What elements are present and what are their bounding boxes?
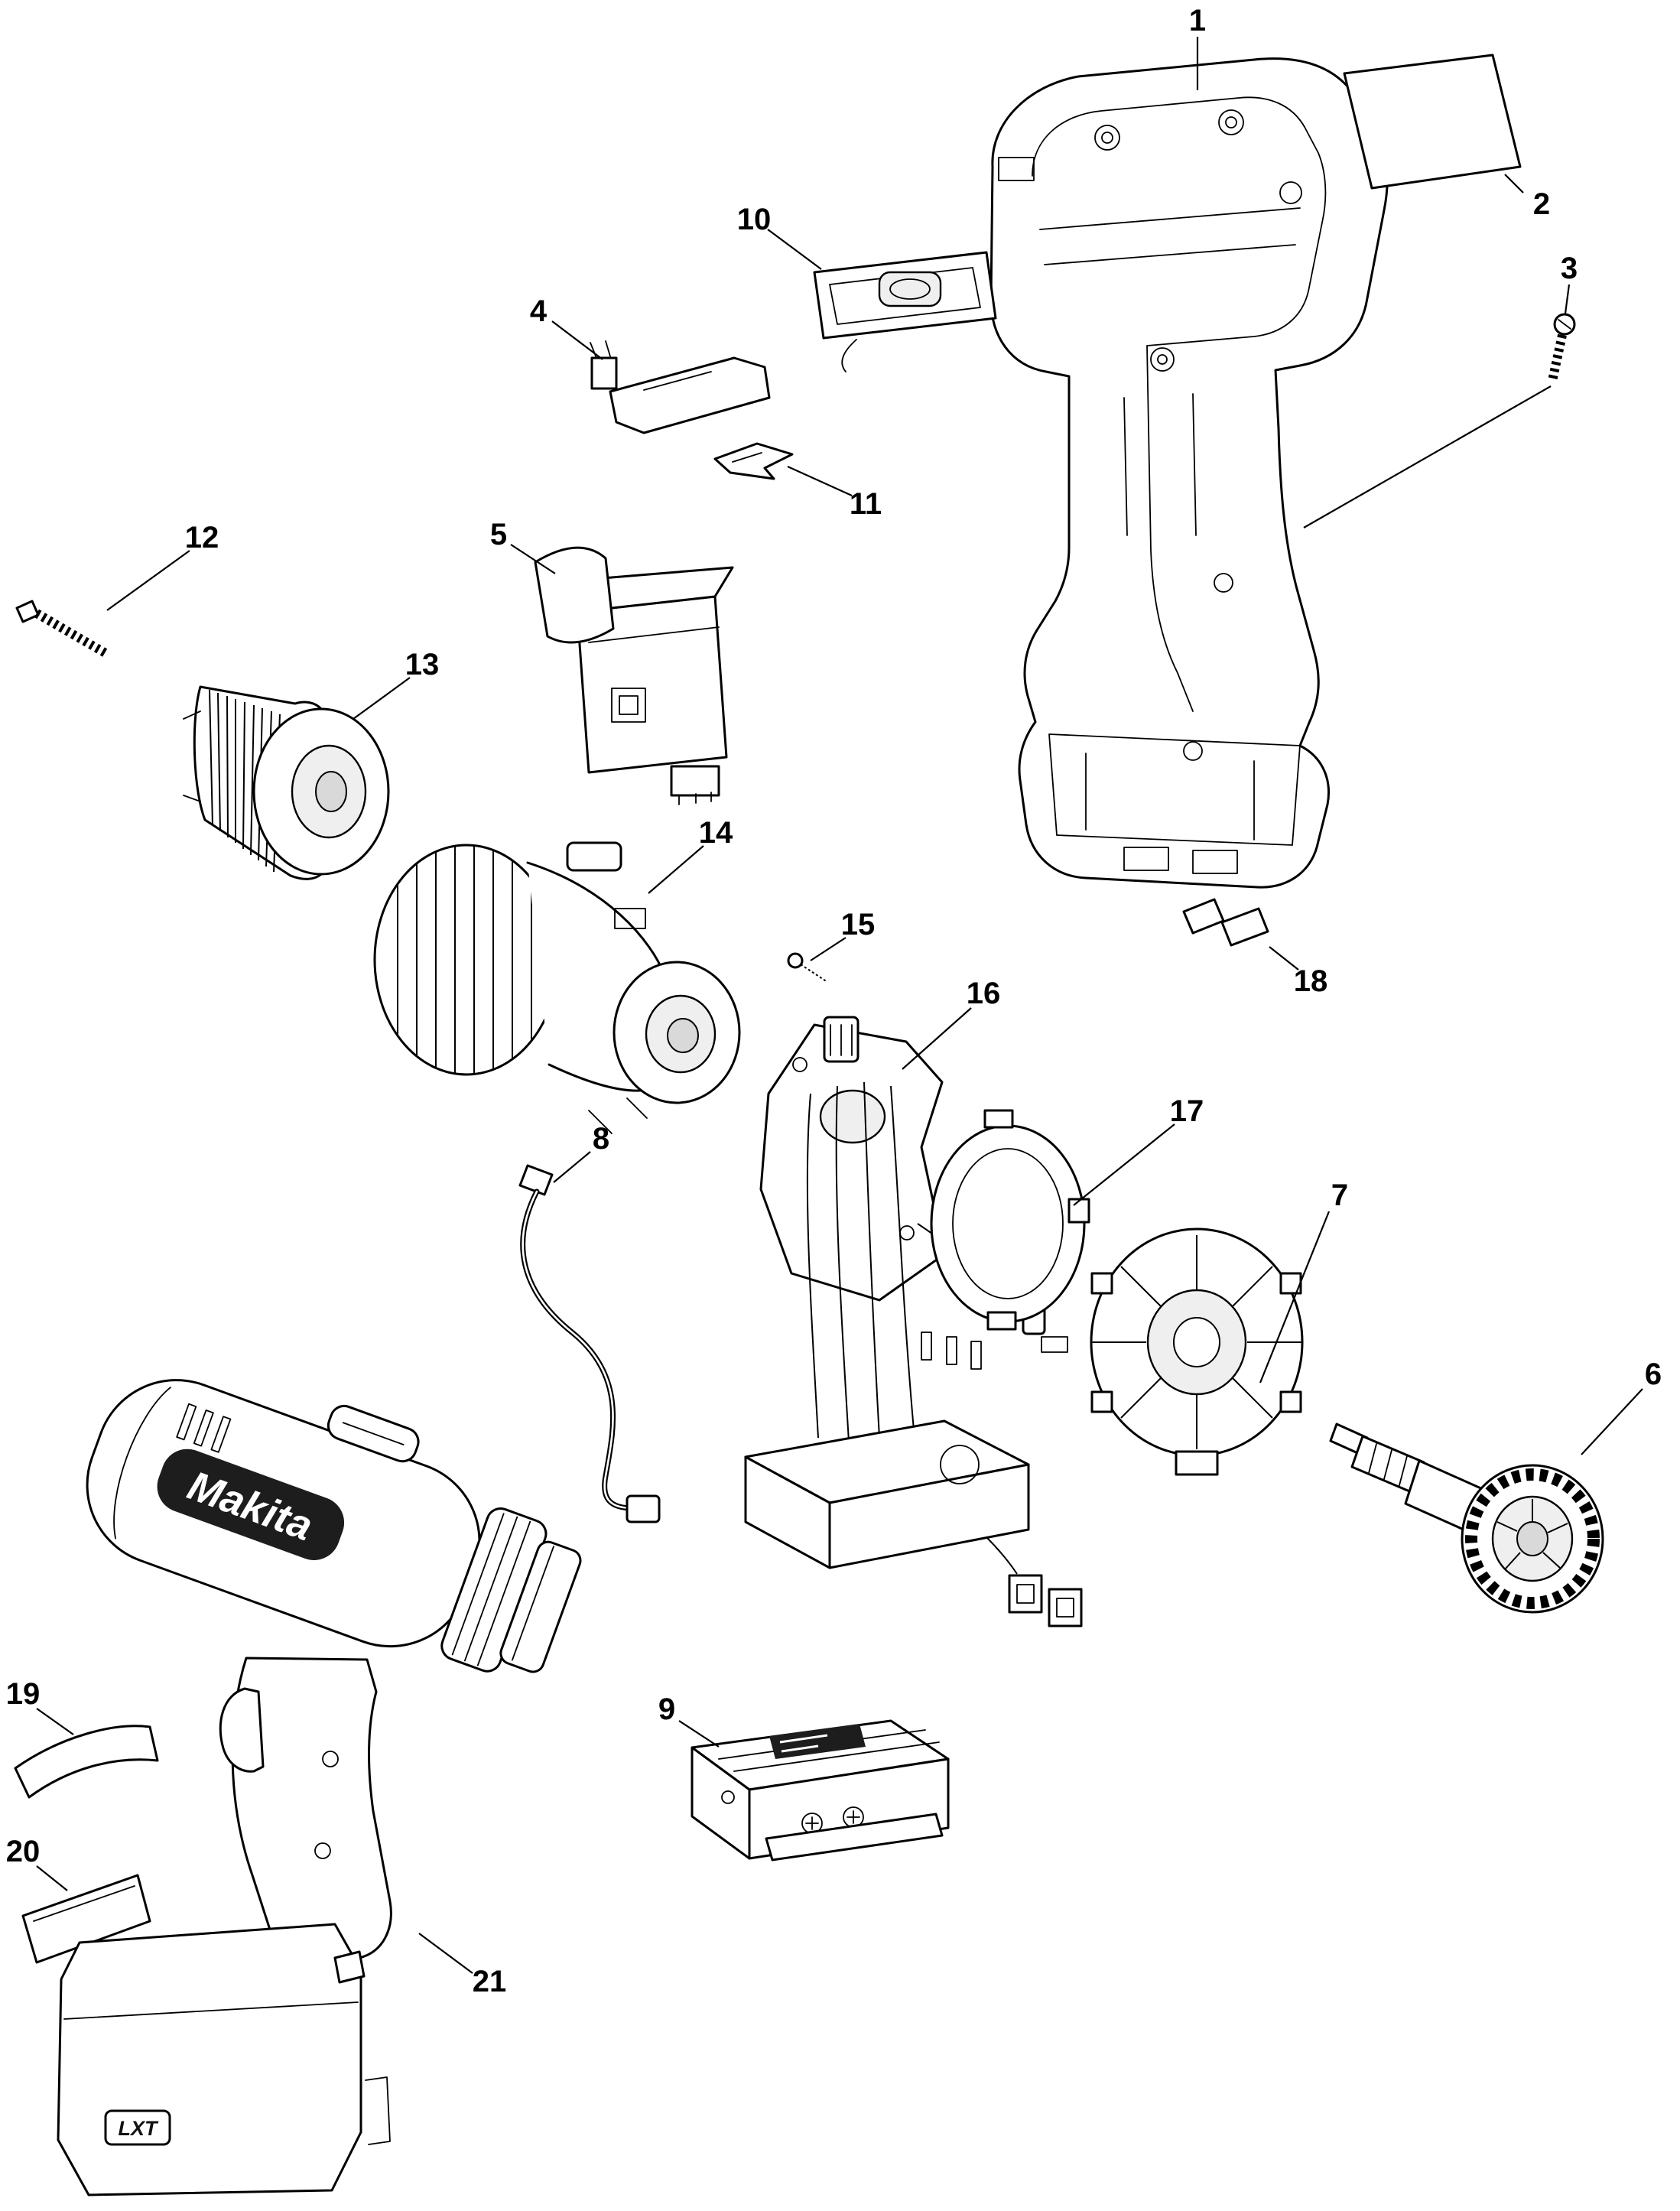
part-switch-cover-plate [813, 251, 997, 372]
callout-14: 14 [648, 816, 733, 894]
callout-17: 17 [1073, 1094, 1204, 1206]
part-gear-assembly [373, 841, 741, 1134]
callout-21: 21 [418, 1933, 507, 1998]
svg-text:3: 3 [1561, 252, 1578, 285]
svg-text:7: 7 [1331, 1179, 1348, 1212]
part-assembled-tool: Makita LXT [57, 1379, 582, 2196]
svg-text:16: 16 [967, 977, 1001, 1010]
svg-text:20: 20 [6, 1835, 41, 1868]
callout-13: 13 [353, 648, 440, 720]
callout-5: 5 [490, 518, 556, 574]
lxt-badge: LXT [119, 2117, 160, 2140]
svg-text:12: 12 [185, 521, 219, 554]
svg-text:4: 4 [530, 294, 548, 328]
part-caution-label [14, 1725, 159, 1799]
callout-6: 6 [1581, 1357, 1662, 1455]
part-switch [534, 546, 734, 805]
part-change-lever [713, 442, 794, 480]
callout-11: 11 [787, 465, 882, 521]
callout-2: 2 [1504, 174, 1550, 221]
callout-3: 3 [1303, 252, 1578, 528]
part-fan-guide-ring [930, 1109, 1090, 1331]
svg-text:2: 2 [1533, 187, 1550, 221]
callout-16: 16 [902, 977, 1001, 1070]
svg-text:6: 6 [1645, 1357, 1662, 1391]
part-chuck [183, 685, 390, 880]
callout-9: 9 [658, 1692, 720, 1748]
part-pan-head-screw [787, 952, 828, 983]
callouts: 1 2 3 4 5 6 7 8 [6, 4, 1662, 1998]
part-housing-screw [1548, 313, 1576, 382]
part-stator [1090, 1227, 1304, 1476]
svg-text:9: 9 [658, 1692, 675, 1726]
callout-12: 12 [106, 521, 219, 611]
callout-4: 4 [530, 294, 603, 360]
part-lead-wire [518, 1164, 661, 1523]
part-name-plate [21, 1874, 151, 1964]
callout-15: 15 [810, 908, 876, 961]
part-terminal-block [691, 1719, 950, 1861]
svg-text:8: 8 [593, 1122, 609, 1156]
part-housing-half [989, 57, 1389, 889]
svg-text:18: 18 [1294, 964, 1328, 998]
svg-text:19: 19 [6, 1677, 41, 1711]
svg-text:10: 10 [737, 203, 772, 236]
callout-1: 1 [1189, 4, 1206, 90]
svg-text:11: 11 [850, 487, 882, 521]
svg-text:17: 17 [1170, 1094, 1204, 1128]
svg-text:5: 5 [490, 518, 507, 551]
part-label-sticker [1343, 54, 1522, 190]
part-lock-button [1182, 898, 1269, 947]
callout-19: 19 [6, 1677, 74, 1735]
svg-text:1: 1 [1189, 4, 1206, 37]
svg-text:15: 15 [841, 908, 876, 941]
part-terminal-strip [590, 340, 771, 434]
part-chuck-screw [15, 600, 109, 658]
callout-8: 8 [553, 1122, 609, 1183]
callout-20: 20 [6, 1835, 68, 1891]
part-armature [1329, 1423, 1604, 1614]
callout-7: 7 [1259, 1179, 1348, 1384]
part-baffle-plate [759, 1023, 946, 1302]
callout-10: 10 [737, 203, 822, 270]
svg-text:13: 13 [405, 648, 440, 681]
svg-text:14: 14 [699, 816, 733, 850]
svg-text:21: 21 [473, 1965, 507, 1998]
callout-18: 18 [1269, 946, 1328, 998]
